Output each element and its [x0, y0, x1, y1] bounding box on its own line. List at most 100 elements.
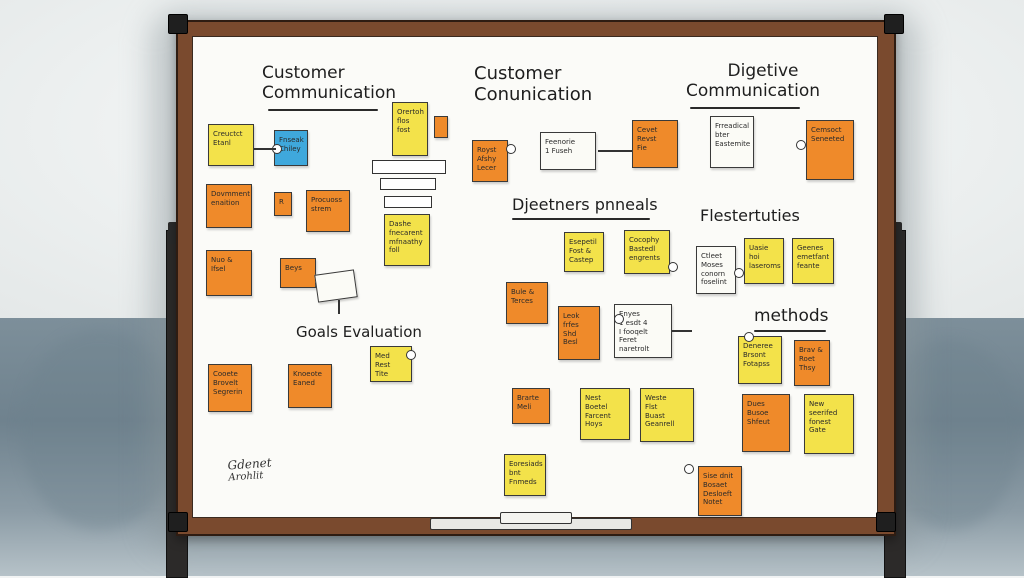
sticky-note[interactable]: Dashe fnecarent mfnaathy foll: [384, 214, 430, 266]
note-text: Sise dnit Bosaet Desloeft Notet: [703, 472, 734, 507]
sticky-note[interactable]: Procuoss strem: [306, 190, 350, 232]
heading-methods: methods: [754, 306, 829, 326]
pin-icon: [668, 262, 678, 272]
pin-icon: [614, 314, 624, 324]
sticky-note[interactable]: [434, 116, 448, 138]
pin-icon: [796, 140, 806, 150]
sticky-note[interactable]: Geenes emetfant feante: [792, 238, 834, 284]
sticky-note[interactable]: Beys: [280, 258, 316, 288]
connector-line: [598, 150, 632, 152]
note-text: Esepetil Fost & Castep: [569, 238, 597, 264]
note-text: R: [279, 198, 284, 206]
note-text: Leok frfes Shd Besl: [563, 312, 580, 347]
note-text: Brav & Roet Thsy: [799, 346, 823, 372]
connector-line: [672, 330, 692, 332]
heading-line: Digetive: [727, 61, 799, 81]
heading-digestive-communication: Digetive Communication: [686, 61, 820, 101]
sticky-note[interactable]: Cemsoct Seneeted: [806, 120, 854, 180]
frame-corner: [876, 512, 896, 532]
note-text: Frreadical bter Eastemite: [715, 122, 751, 148]
sticky-note[interactable]: Knoeote Eaned: [288, 364, 332, 408]
connector-line: [254, 148, 276, 150]
note-text: Bule & Terces: [511, 288, 535, 305]
sticky-note[interactable]: Feenorie 1 Fuseh: [540, 132, 596, 170]
note-text: Dovmment enaition: [211, 190, 250, 207]
frame-corner: [168, 512, 188, 532]
note-text: Deneree Brsont Fotapss: [743, 342, 773, 368]
sticky-note[interactable]: Brav & Roet Thsy: [794, 340, 830, 386]
pin-icon: [684, 464, 694, 474]
heading-restatuties: Flestertuties: [700, 206, 800, 225]
sticky-note[interactable]: Frreadical bter Eastemite: [710, 116, 754, 168]
note-text: Knoeote Eaned: [293, 370, 322, 387]
note-text: Procuoss strem: [311, 196, 342, 213]
sticky-note[interactable]: Cevet Revst Fie: [632, 120, 678, 168]
note-text: Cemsoct Seneeted: [811, 126, 845, 143]
note-text: Creuctct Etanl: [213, 130, 243, 147]
heading-underline: [754, 330, 826, 332]
heading-line: Customer: [262, 63, 345, 83]
sticky-note[interactable]: Sise dnit Bosaet Desloeft Notet: [698, 466, 742, 516]
heading-underline: [268, 109, 378, 111]
sketch-box: [380, 178, 436, 190]
sticky-note[interactable]: Bule & Terces: [506, 282, 548, 324]
sticky-note[interactable]: Enyes 1 esdt 4 I fooqelt Feret naretrolt: [614, 304, 672, 358]
note-text: Royst Afshy Lecer: [477, 146, 497, 172]
heading-line: Communication: [686, 80, 820, 101]
sketch-box: [384, 196, 432, 208]
frame-corner: [168, 14, 188, 34]
wash-blot: [20, 330, 180, 530]
heading-customer-communication-2: Customer Conunication: [474, 63, 593, 105]
sticky-note[interactable]: Cooete Brovelt Segrerin: [208, 364, 252, 412]
pin-icon: [506, 144, 516, 154]
note-text: Fnseak Chiley: [279, 136, 304, 153]
sticky-note[interactable]: Creuctct Etanl: [208, 124, 254, 166]
note-text: Eoresiads bnt Fnmeds: [509, 460, 543, 486]
note-text: Cooete Brovelt Segrerin: [213, 370, 243, 396]
sticky-note[interactable]: Orertoh flos fost: [392, 102, 428, 156]
note-text: Nuo & Ifsel: [211, 256, 233, 273]
sticky-note[interactable]: Dovmment enaition: [206, 184, 252, 228]
sticky-note[interactable]: Uasie hoi laseroms: [744, 238, 784, 284]
pin-icon: [744, 332, 754, 342]
sticky-note[interactable]: Weste Flst Buast Geanrell: [640, 388, 694, 442]
pin-icon: [406, 350, 416, 360]
note-text: Dues Busoe Shfeut: [747, 400, 770, 426]
sticky-note[interactable]: Deneree Brsont Fotapss: [738, 336, 782, 384]
note-text: Weste Flst Buast Geanrell: [645, 394, 675, 429]
sketch-box: [372, 160, 446, 174]
sticky-note[interactable]: R: [274, 192, 292, 216]
connector-line: [338, 300, 340, 314]
heading-digesters-panels: Djeetners pnneals: [512, 195, 658, 214]
note-text: New seerifed fonest Gate: [809, 400, 838, 435]
note-text: Dashe fnecarent mfnaathy foll: [389, 220, 423, 255]
sticky-note[interactable]: Eoresiads bnt Fnmeds: [504, 454, 546, 496]
heading-line: Conunication: [474, 83, 593, 105]
heading-goals-evaluation: Goals Evaluation: [296, 323, 422, 341]
note-text: Cocophy Bastedl engrents: [629, 236, 661, 262]
sticky-note[interactable]: Sise dnit Bosaet Desloeft Notet: [314, 269, 358, 303]
heading-underline: [512, 218, 650, 220]
sticky-note[interactable]: New seerifed fonest Gate: [804, 394, 854, 454]
sticky-note[interactable]: Esepetil Fost & Castep: [564, 232, 604, 272]
heading-underline: [690, 107, 800, 109]
heading-line: Customer: [474, 63, 562, 84]
sticky-note[interactable]: Nuo & Ifsel: [206, 250, 252, 296]
sticky-note[interactable]: Leok frfes Shd Besl: [558, 306, 600, 360]
sticky-note[interactable]: Ctleet Moses conorn foselint: [696, 246, 736, 294]
note-text: Nest Boetel Farcent Hoys: [585, 394, 611, 429]
frame-corner: [884, 14, 904, 34]
sticky-note[interactable]: Brarte Meli: [512, 388, 550, 424]
note-text: Med Rest Tite: [375, 352, 391, 378]
note-text: Uasie hoi laseroms: [749, 244, 781, 270]
note-text: Enyes 1 esdt 4 I fooqelt Feret naretrolt: [619, 310, 650, 353]
pin-icon: [734, 268, 744, 278]
sticky-note[interactable]: Dues Busoe Shfeut: [742, 394, 790, 452]
sticky-note[interactable]: Cocophy Bastedl engrents: [624, 230, 670, 274]
sticky-note[interactable]: Nest Boetel Farcent Hoys: [580, 388, 630, 440]
sticky-note[interactable]: Med Rest Tite: [370, 346, 412, 382]
board-eraser[interactable]: [500, 512, 572, 524]
sticky-note[interactable]: Royst Afshy Lecer: [472, 140, 508, 182]
note-text: Beys: [285, 264, 302, 272]
note-text: Cevet Revst Fie: [637, 126, 658, 152]
